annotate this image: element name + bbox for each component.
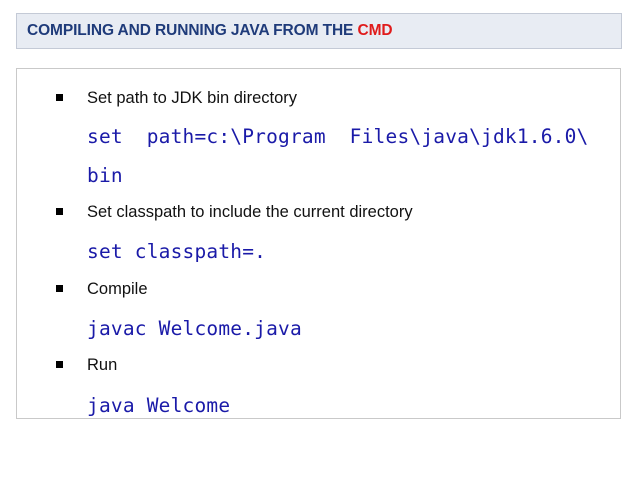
bullet-marker [56, 285, 63, 292]
code-line: java Welcome [87, 394, 231, 417]
step-label: Compile [87, 280, 148, 298]
slide-title-main: COMPILING AND RUNNING JAVA FROM THE [27, 22, 358, 39]
code-line: javac Welcome.java [87, 317, 302, 340]
bullet-marker [56, 208, 63, 215]
code-line: bin [87, 164, 123, 187]
bullet-marker [56, 94, 63, 101]
code-line: set path=c:\Program Files\java\jdk1.6.0\ [87, 125, 589, 148]
slide-title-accent: CMD [357, 22, 393, 39]
step-label: Run [87, 356, 118, 374]
bullet-marker [56, 361, 63, 368]
step-label: Set path to JDK bin directory [87, 89, 298, 107]
slide-title: COMPILING AND RUNNING JAVA FROM THE CMD [27, 22, 393, 40]
slide-title-bar: COMPILING AND RUNNING JAVA FROM THE CMD [16, 13, 622, 49]
content-box: Set path to JDK bin directory set path=c… [16, 68, 621, 419]
code-line: set classpath=. [87, 240, 267, 263]
step-label: Set classpath to include the current dir… [87, 203, 413, 221]
